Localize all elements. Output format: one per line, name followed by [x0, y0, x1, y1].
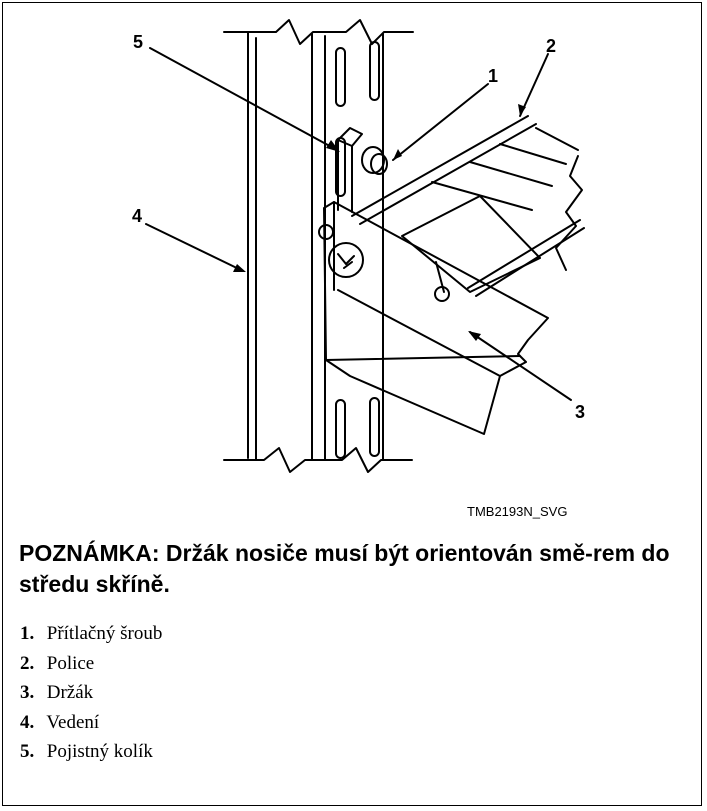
legend-item: 5. Pojistný kolík — [20, 737, 162, 767]
callout-3: 3 — [575, 402, 585, 422]
legend-item-number: 2. — [20, 652, 35, 674]
callout-2: 2 — [546, 36, 556, 56]
legend-list: 1. Přítlačný šroub 2. Police 3. Držák 4.… — [20, 619, 162, 767]
legend-item: 4. Vedení — [20, 708, 162, 738]
legend-item-number: 3. — [20, 682, 35, 703]
callout-5: 5 — [133, 32, 143, 52]
callout-1: 1 — [488, 66, 498, 86]
legend-item-label: Přítlačný šroub — [46, 623, 163, 644]
legend-item-label: Police — [46, 652, 95, 674]
note-text: POZNÁMKA: Držák nosiče musí být orientov… — [19, 540, 670, 597]
legend-item: 3. Držák — [20, 678, 162, 708]
shelf-bracket-illustration: 5 1 2 4 3 — [132, 19, 585, 473]
legend-item-label: Vedení — [46, 711, 100, 733]
callout-4: 4 — [132, 206, 142, 226]
legend-item-number: 5. — [20, 741, 35, 762]
legend-item-label: Držák — [46, 682, 94, 703]
legend-item: 2. Police — [20, 649, 162, 679]
legend-item-label: Pojistný kolík — [46, 741, 153, 762]
legend-item-number: 1. — [20, 623, 35, 644]
figure-id-label: TMB2193N_SVG — [467, 504, 568, 519]
legend-item: 1. Přítlačný šroub — [20, 619, 162, 649]
legend-item-number: 4. — [20, 711, 35, 733]
